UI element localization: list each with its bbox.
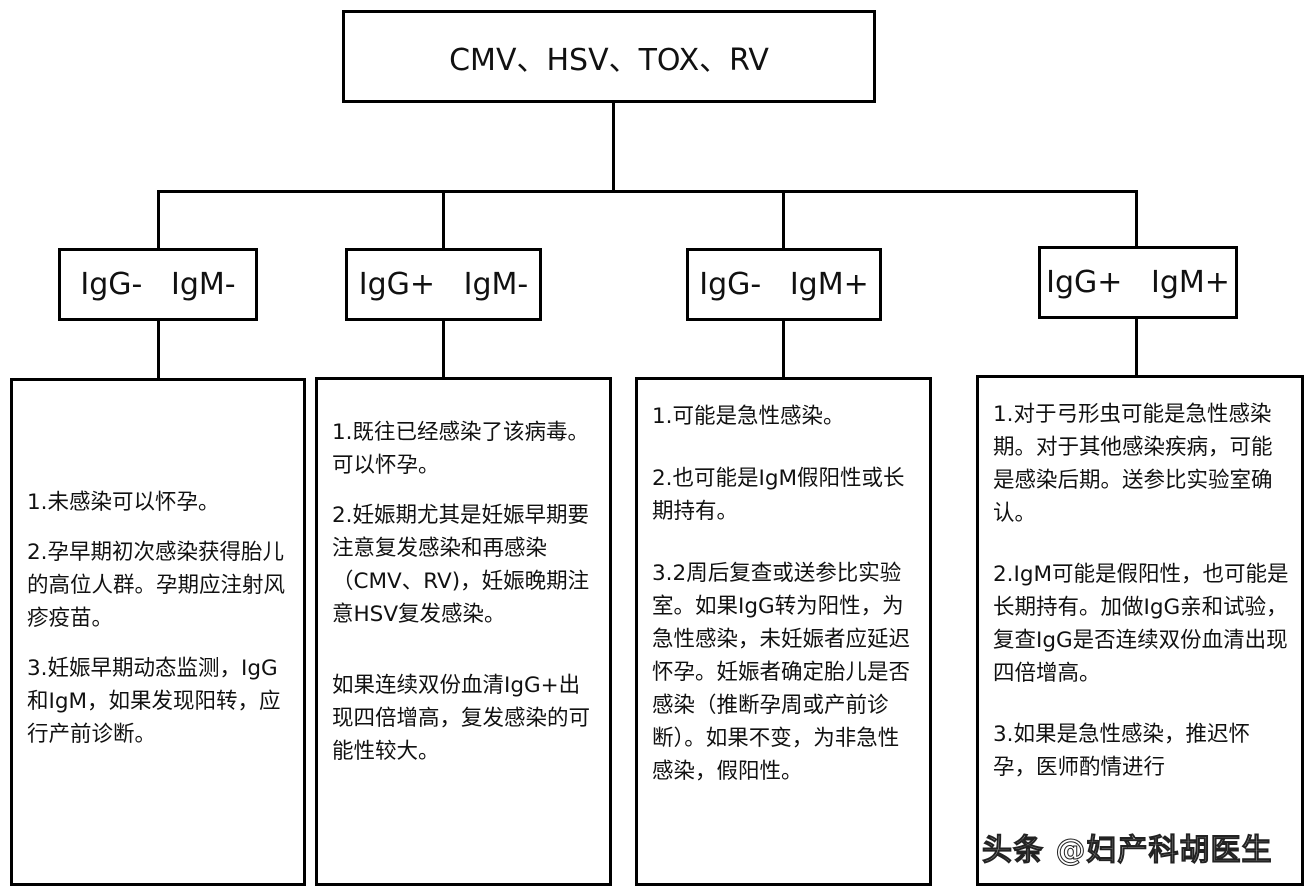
- content-box-1: 1.未感染可以怀孕。 2.孕早期初次感染获得胎儿的高位人群。孕期应注射风疹疫苗。…: [10, 378, 306, 886]
- connector-drop-3: [782, 190, 785, 248]
- connector-down-3: [782, 321, 785, 378]
- header-label-1: IgG- IgM-: [80, 267, 236, 302]
- root-node: CMV、HSV、TOX、RV: [342, 10, 876, 103]
- content-box-4: 1.对于弓形虫可能是急性感染期。对于其他感染疾病，可能是感染后期。送参比实验室确…: [976, 375, 1304, 886]
- connector-down-4: [1135, 319, 1138, 376]
- content-1-item-2: 2.孕早期初次感染获得胎儿的高位人群。孕期应注射风疹疫苗。: [27, 540, 286, 631]
- connector-drop-1: [157, 190, 160, 248]
- content-2-item-1: 1.既往已经感染了该病毒。可以怀孕。: [332, 420, 590, 478]
- header-node-1: IgG- IgM-: [58, 248, 258, 321]
- content-1-item-1: 1.未感染可以怀孕。: [27, 490, 220, 515]
- content-2-item-3: 如果连续双份血清IgG+出现四倍增高，复发感染的可能性较大。: [332, 673, 591, 764]
- connector-down-2: [442, 321, 445, 378]
- header-label-3: IgG- IgM+: [699, 267, 869, 302]
- connector-root-down: [612, 103, 615, 192]
- content-box-3: 1.可能是急性感染。 2.也可能是IgM假阳性或长期持有。 3.2周后复查或送参…: [635, 377, 932, 886]
- content-4-item-3: 3.如果是急性感染，推迟怀孕，医师酌情进行: [993, 722, 1251, 780]
- connector-drop-2: [442, 190, 445, 248]
- content-box-2: 1.既往已经感染了该病毒。可以怀孕。 2.妊娠期尤其是妊娠早期要注意复发感染和再…: [315, 377, 612, 886]
- content-2-item-2: 2.妊娠期尤其是妊娠早期要注意复发感染和再感染（CMV、RV)，妊娠晚期注意HS…: [332, 503, 590, 627]
- connector-down-1: [157, 321, 160, 379]
- header-node-4: IgG+ IgM+: [1038, 246, 1238, 319]
- header-label-4: IgG+ IgM+: [1046, 265, 1230, 300]
- connector-drop-4: [1135, 190, 1138, 248]
- content-3-item-1: 1.可能是急性感染。: [652, 404, 845, 429]
- content-1-item-3: 3.妊娠早期动态监测，IgG和IgM，如果发现阳转，应行产前诊断。: [27, 656, 281, 747]
- content-3-item-2: 2.也可能是IgM假阳性或长期持有。: [652, 466, 905, 524]
- connector-horizontal: [157, 190, 1138, 193]
- content-4-item-1: 1.对于弓形虫可能是急性感染期。对于其他感染疾病，可能是感染后期。送参比实验室确…: [993, 402, 1273, 526]
- root-title: CMV、HSV、TOX、RV: [449, 42, 769, 78]
- watermark: 头条 @妇产科胡医生: [981, 833, 1273, 869]
- content-3-item-3: 3.2周后复查或送参比实验室。如果IgG转为阳性，为急性感染，未妊娠者应延迟怀孕…: [652, 561, 911, 784]
- header-node-2: IgG+ IgM-: [345, 248, 542, 321]
- header-label-2: IgG+ IgM-: [358, 267, 529, 302]
- content-4-item-2: 2.IgM可能是假阳性，也可能是长期持有。加做IgG亲和试验，复查IgG是否连续…: [993, 562, 1289, 686]
- header-node-3: IgG- IgM+: [686, 248, 882, 321]
